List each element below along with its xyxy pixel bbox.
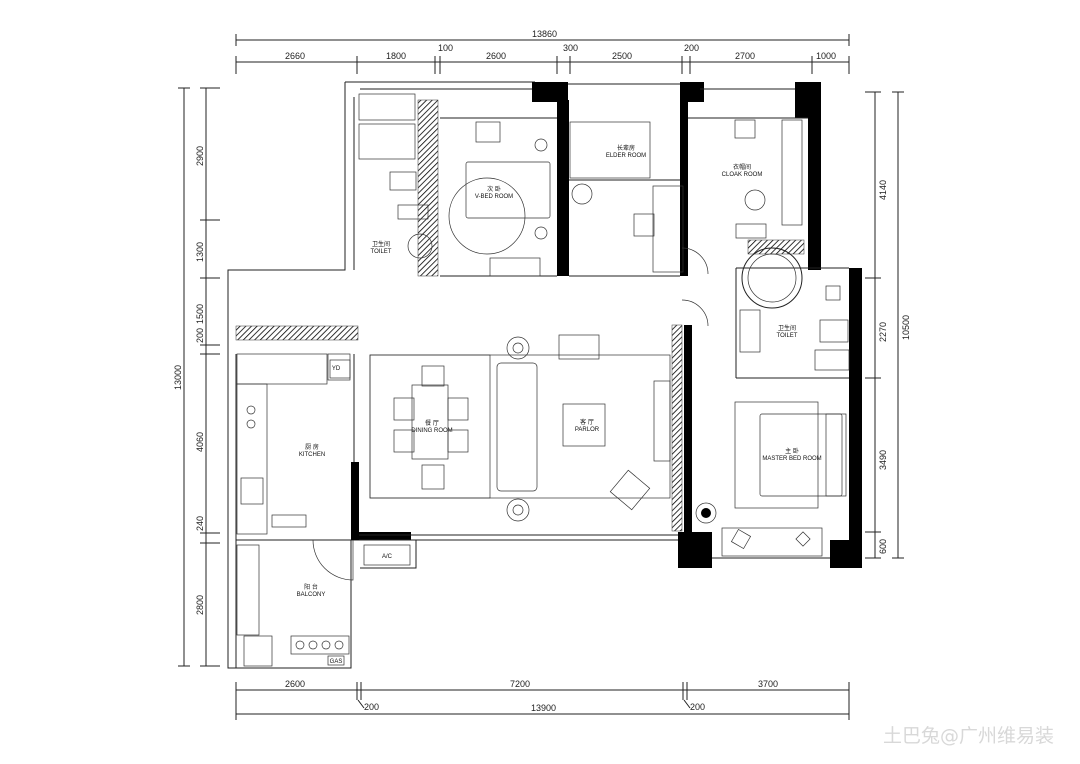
svg-text:厨 房: 厨 房 — [305, 443, 319, 451]
label-second-bedroom: 次 卧V-BED ROOM — [475, 185, 513, 200]
bed — [465, 161, 551, 219]
dim-bottom-total: 13900 — [531, 703, 556, 713]
svg-text:衣帽间: 衣帽间 — [733, 163, 751, 171]
svg-text:ELDER ROOM: ELDER ROOM — [606, 153, 646, 159]
top-dimensions: 13860 2660 1800 100 2600 300 2500 200 27… — [235, 29, 850, 74]
dim-left: 2900 — [195, 146, 205, 166]
svg-text:MASTER BED ROOM: MASTER BED ROOM — [762, 456, 821, 462]
svg-text:长辈房: 长辈房 — [617, 144, 635, 152]
dim-top: 2700 — [735, 51, 755, 61]
svg-text:主 卧: 主 卧 — [785, 447, 799, 455]
dim-right: 2270 — [878, 322, 888, 342]
furniture — [236, 93, 850, 667]
dim-left-total: 13000 — [173, 365, 183, 390]
dim-bottom: 3700 — [758, 679, 778, 689]
right-dimensions: 10500 4140 2270 3490 600 — [865, 91, 911, 559]
dim-left: 1500 — [195, 304, 205, 324]
dim-top: 2500 — [612, 51, 632, 61]
dim-right: 600 — [878, 539, 888, 554]
svg-text:阳 台: 阳 台 — [304, 583, 318, 591]
dim-bottom: 7200 — [510, 679, 530, 689]
dim-left: 4060 — [195, 432, 205, 452]
dim-left: 200 — [195, 328, 205, 343]
dim-top: 300 — [563, 43, 578, 53]
dim-left: 2800 — [195, 595, 205, 615]
dim-left: 240 — [195, 516, 205, 531]
gas-label: GAS — [330, 659, 343, 665]
svg-text:客 厅: 客 厅 — [580, 418, 594, 426]
svg-text:TOILET: TOILET — [777, 333, 798, 339]
svg-text:CLOAK ROOM: CLOAK ROOM — [722, 172, 763, 178]
ac-label: A/C — [382, 554, 393, 560]
yd-label: YD — [332, 366, 341, 372]
dim-bottom-small: 200 — [364, 702, 379, 712]
svg-text:DINING ROOM: DINING ROOM — [411, 428, 452, 434]
dim-right: 4140 — [878, 180, 888, 200]
dim-bottom: 2600 — [285, 679, 305, 689]
svg-text:BALCONY: BALCONY — [297, 592, 326, 598]
dim-right: 3490 — [878, 450, 888, 470]
watermark: 土巴兔@广州维易装 — [882, 725, 1054, 747]
dim-top: 1000 — [816, 51, 836, 61]
svg-text:次 卧: 次 卧 — [487, 185, 501, 193]
svg-text:PARLOR: PARLOR — [575, 427, 600, 433]
dim-left: 1300 — [195, 242, 205, 262]
svg-text:TOILET: TOILET — [371, 249, 392, 255]
dim-right-total: 10500 — [901, 315, 911, 340]
dim-top-total: 13860 — [532, 29, 557, 39]
dim-top: 100 — [438, 43, 453, 53]
walls — [227, 81, 862, 669]
svg-text:卫生间: 卫生间 — [778, 324, 796, 332]
dim-top: 200 — [684, 43, 699, 53]
dim-bottom-small: 200 — [690, 702, 705, 712]
svg-text:卫生间: 卫生间 — [372, 240, 390, 248]
left-dimensions: 13000 2900 1300 1500 200 4060 240 2800 — [173, 87, 220, 667]
svg-text:餐 厅: 餐 厅 — [425, 419, 439, 427]
bottom-dimensions: 2600 7200 3700 200 200 13900 — [235, 679, 850, 720]
dim-top: 2660 — [285, 51, 305, 61]
dim-top: 1800 — [386, 51, 406, 61]
dim-top: 2600 — [486, 51, 506, 61]
svg-text:KITCHEN: KITCHEN — [299, 452, 325, 458]
svg-text:V-BED ROOM: V-BED ROOM — [475, 194, 513, 200]
